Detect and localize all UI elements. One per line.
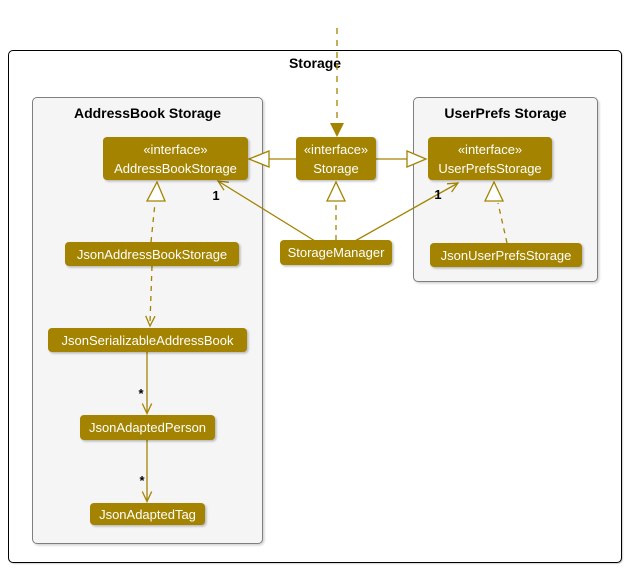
class-jsonserializableaddressbook: JsonSerializableAddressBook [48, 328, 247, 352]
stereotype-label: «interface» [143, 141, 208, 157]
class-name: JsonAddressBookStorage [76, 246, 228, 262]
class-name: JsonAdaptedPerson [88, 420, 207, 435]
class-jsonadaptedperson: JsonAdaptedPerson [80, 415, 215, 440]
class-name: UserPrefsStorage [438, 160, 542, 176]
class-userprefsstorage-interface: «interface» UserPrefsStorage [428, 137, 552, 180]
class-name: StorageManager [287, 245, 385, 260]
multiplicity-label: 1 [212, 188, 220, 203]
package-title: AddressBook Storage [73, 105, 222, 121]
diagram-title: Storage [288, 55, 342, 71]
stereotype-label: «interface» [457, 141, 523, 157]
multiplicity-label: 1 [434, 187, 442, 202]
class-name: JsonUserPrefsStorage [440, 247, 572, 263]
class-name: Storage [313, 160, 359, 176]
class-name: JsonSerializableAddressBook [61, 332, 234, 348]
class-jsonadaptedtag: JsonAdaptedTag [90, 503, 205, 525]
class-addressbookstorage-interface: «interface» AddressBookStorage [103, 137, 248, 180]
class-storage-interface: «interface» Storage [296, 137, 376, 180]
class-name: JsonAdaptedTag [99, 506, 196, 522]
multiplicity-label: * [139, 473, 145, 488]
package-title: UserPrefs Storage [444, 105, 567, 121]
multiplicity-label: * [138, 386, 144, 401]
stereotype-label: «interface» [303, 141, 369, 157]
class-name: AddressBookStorage [114, 160, 237, 176]
class-storagemanager: StorageManager [280, 240, 392, 265]
class-jsonuserprefsstorage: JsonUserPrefsStorage [430, 243, 582, 267]
class-jsonaddressbookstorage: JsonAddressBookStorage [65, 242, 239, 266]
